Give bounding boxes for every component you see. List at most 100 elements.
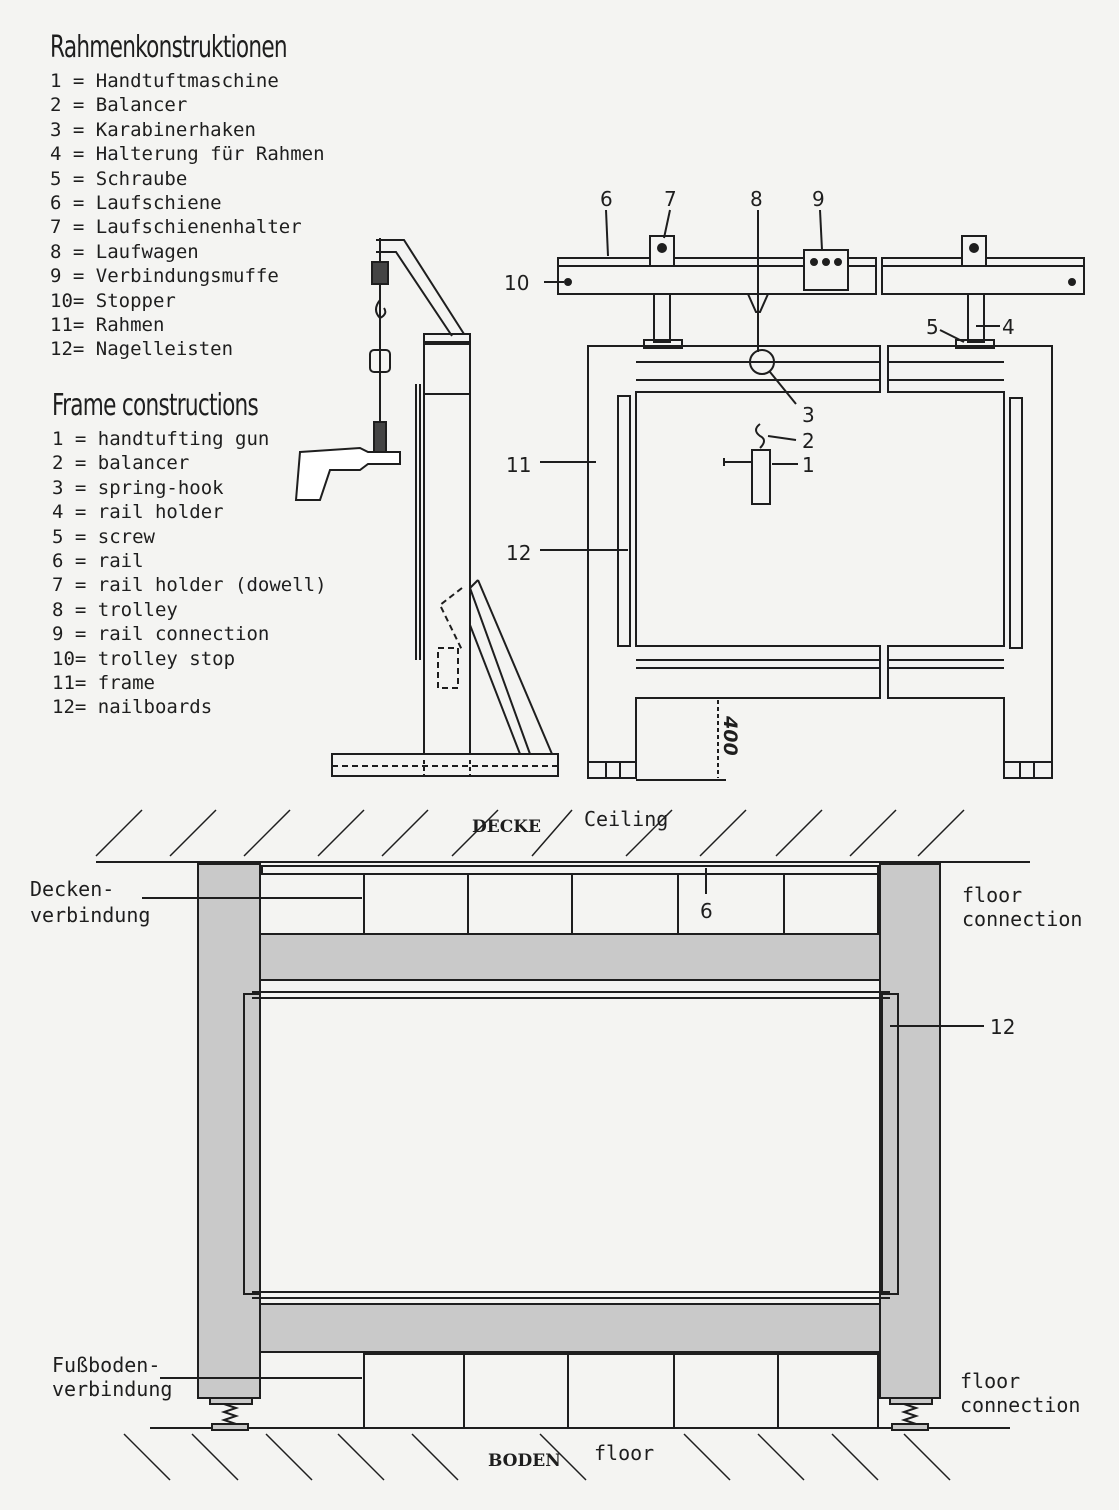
room-frame-bottom-beam [259,1303,881,1353]
leader-line [939,329,965,343]
front-rail-connection [803,249,849,291]
front-trolley [746,293,770,313]
front-frame-outline [887,345,1053,779]
legend-item: 4 = Halterung für Rahmen [50,143,325,166]
side-brace [469,624,521,755]
ceiling-label-en: Ceiling [584,807,668,831]
ceiling-connection-label: verbindung [30,903,150,927]
front-label-1: 1 [802,453,815,477]
room-label-nailboards: 12 [990,1015,1015,1039]
legend-item: 8 = Laufwagen [50,240,199,263]
leader-line [663,209,671,239]
legend-item: 1 = handtufting gun [52,428,270,450]
front-rail-post-base [955,339,995,349]
front-tufting-gun [751,449,771,505]
legend-item: 10= Stopper [50,289,176,312]
room-foot-base [891,1423,929,1431]
room-foot-plate [209,1397,253,1405]
front-rail-connection-bolt [834,258,842,266]
ceiling-hatching [95,809,965,857]
floor-label-de: BODEN [488,1451,561,1471]
legend-item: 5 = Schraube [50,167,188,190]
room-block-row-bottom [363,1353,879,1429]
floor-label-en: floor [594,1441,654,1465]
room-label-rail: 6 [700,899,713,923]
side-brace [469,579,479,589]
side-gun-grip [373,421,387,453]
front-rail-connection-bolt [810,258,818,266]
floor-connection-label-de: verbindung [52,1377,172,1401]
room-frame-post-left [197,863,261,1399]
floor-connection-label-bottom: connection [960,1393,1080,1417]
room-nailboard-right [881,993,899,1295]
front-label-3: 3 [802,403,815,427]
side-clamp [437,647,459,689]
room-frame-top-beam [259,933,881,981]
side-hook [375,299,387,320]
legend-item: 11= Rahmen [50,314,165,337]
front-label-11: 11 [506,453,531,477]
legend-item: 5 = screw [52,525,155,548]
front-label-12: 12 [506,541,531,565]
front-hook [755,423,765,449]
side-post-cap [423,333,471,345]
room-foot-screw [900,1403,920,1425]
legend-item: 12= Nagelleisten [50,338,234,361]
side-tufting-gun [294,446,401,501]
legend-item: 7 = rail holder (dowell) [52,574,327,597]
side-bracket-arm [376,251,453,337]
front-rail-post [967,293,985,343]
front-nailboard-right [1009,397,1023,649]
legend-item: 1 = Handtuftmaschine [50,70,279,92]
legend-item: 6 = rail [52,550,144,573]
legend-item: 12= nailboards [52,696,213,719]
front-label-5: 5 [926,315,939,339]
floor-connection-label-top: connection [962,907,1082,931]
front-label-7: 7 [664,187,677,211]
front-dimension-label: 400 [719,715,741,756]
legend-item: 6 = Laufschiene [50,192,222,215]
front-stopper-dot [1068,278,1076,286]
floor-connection-label-bottom: floor [960,1369,1020,1393]
room-rail [261,865,879,875]
front-label-9: 9 [812,187,825,211]
front-frame-outline [587,345,881,779]
front-rail-left [557,257,877,295]
front-rail-post-base [643,339,683,349]
front-label-10: 10 [504,271,529,295]
legend-english-title: Frame constructions [52,388,259,423]
floor-hatching [123,1433,951,1481]
legend-item: 7 = Laufschienenhalter [50,216,302,239]
front-view: 6 7 8 9 10 5 4 3 2 1 11 12 400 [504,187,1085,781]
ceiling-label-de: DECKE [472,817,541,837]
leader-line [769,371,797,405]
front-label-2: 2 [802,429,815,453]
legend-english: Frame constructions 1 = handtufting gun … [52,388,338,720]
front-label-6: 6 [600,187,613,211]
front-rail-post [653,293,671,343]
legend-german: Rahmenkonstruktionen 1 = Handtuftmaschin… [50,30,379,362]
legend-german-list: 1 = Handtuftmaschine 2 = Balancer 3 = Ka… [50,69,379,362]
front-label-8: 8 [750,187,763,211]
leader-line [767,435,797,441]
legend-item: 2 = Balancer [50,94,188,117]
legend-item: 3 = spring-hook [52,476,224,499]
ceiling-connection-label: Decken- [30,877,114,901]
floor-connection-label-de: Fußboden- [52,1353,160,1377]
side-brace-hidden [438,587,463,651]
side-view [294,238,559,777]
side-balancer-box [369,349,391,373]
side-brace [477,579,553,755]
room-foot-plate [889,1397,933,1405]
room-block-row-top [363,873,879,935]
legend-item: 9 = Verbindungsmuffe [50,265,279,288]
floor-connection-label-top: floor [962,883,1022,907]
room-view: DECKE Ceiling BODEN floor Decken- verbin… [30,807,1082,1481]
side-brace [469,587,531,755]
leader-line [605,209,609,257]
front-rail-holder-bolt [969,243,979,253]
legend-item: 3 = Karabinerhaken [50,118,256,141]
legend-item: 11= frame [52,672,155,695]
room-foot-base [211,1423,249,1431]
side-balancer-body [371,261,389,285]
